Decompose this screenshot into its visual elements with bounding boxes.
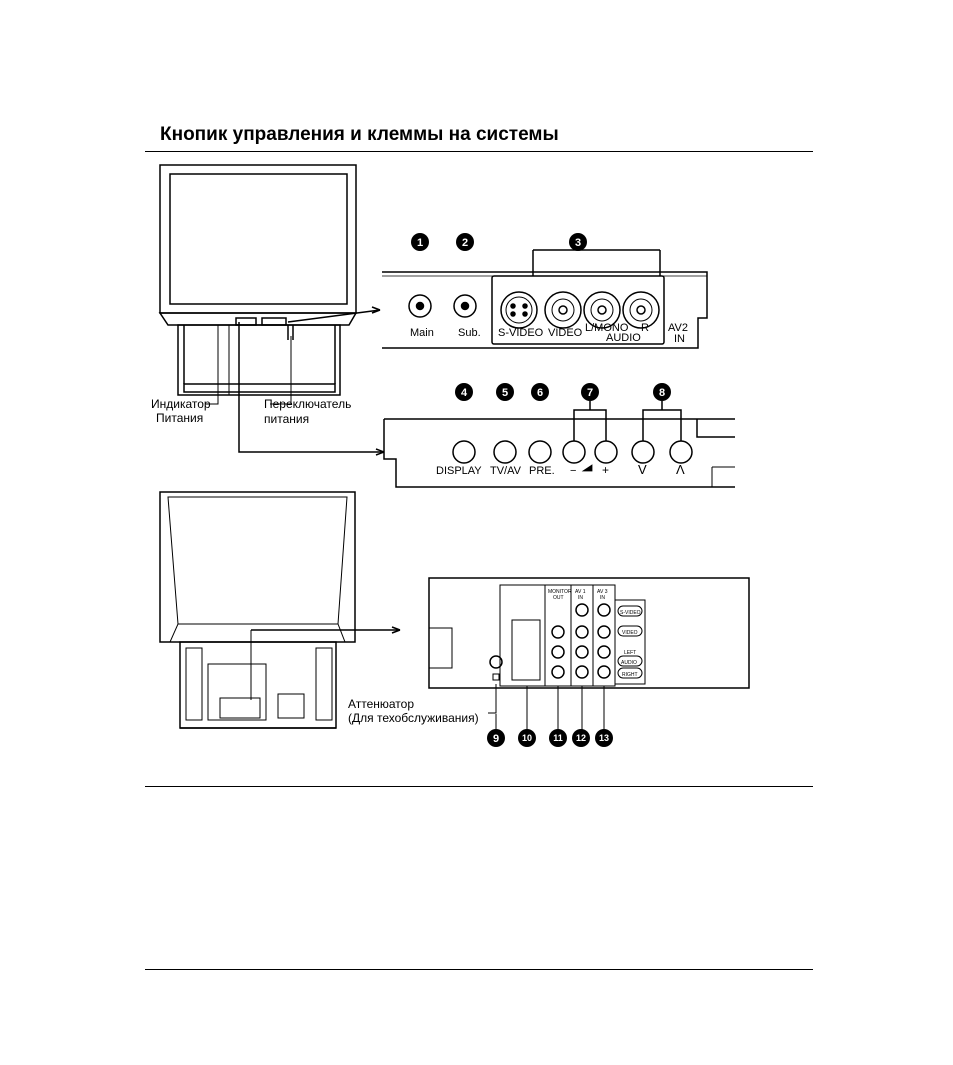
label-audio: AUDIO — [606, 332, 641, 344]
volume-up-button — [595, 441, 617, 463]
front-tv-illustration — [160, 165, 356, 395]
label-rear-video: VIDEO — [622, 630, 638, 636]
label-rear-right: RIGHT — [622, 672, 638, 678]
pre-button — [529, 441, 551, 463]
label-video: VIDEO — [548, 327, 583, 339]
label-plus: + — [602, 463, 609, 477]
channel-up-button — [670, 441, 692, 463]
label-av3-2: IN — [600, 595, 605, 601]
callout-8: 8 — [659, 387, 665, 399]
label-monitor-2: OUT — [553, 595, 564, 601]
label-rear-svideo: S-VIDEO — [620, 610, 641, 616]
label-tvav: TV/AV — [490, 465, 522, 477]
callout-2: 2 — [462, 237, 468, 249]
label-attenuator-2: (Для техобслуживания) — [348, 711, 479, 725]
leader-switch — [270, 336, 291, 404]
callout-7: 7 — [587, 387, 593, 399]
callout-13: 13 — [599, 733, 609, 743]
callout-6: 6 — [537, 387, 543, 399]
callout-10: 10 — [522, 733, 532, 743]
callout-3: 3 — [575, 237, 581, 249]
label-rear-left: LEFT — [624, 650, 636, 656]
callout-4: 4 — [461, 387, 468, 399]
label-main: Main — [410, 327, 434, 339]
label-r: R — [641, 322, 649, 334]
label-av1-2: IN — [578, 595, 583, 601]
label-switch-2: питания — [264, 412, 309, 426]
label-switch-1: Переключатель — [264, 397, 351, 411]
label-down: V — [638, 462, 647, 477]
label-rear-audio: AUDIO — [621, 660, 637, 666]
video-jack — [545, 292, 581, 328]
volume-down-button — [563, 441, 585, 463]
leader-jacks — [288, 310, 380, 322]
label-indicator-1: Индикатор — [151, 397, 211, 411]
channel-down-button — [632, 441, 654, 463]
label-in: IN — [674, 333, 685, 345]
rear-tv-illustration — [160, 492, 355, 728]
label-minus: − — [570, 465, 576, 477]
label-indicator-2: Питания — [156, 411, 203, 425]
tvav-button — [494, 441, 516, 463]
callout-1: 1 — [417, 237, 423, 249]
label-attenuator-1: Аттенюатор — [348, 697, 414, 711]
label-svideo: S-VIDEO — [498, 327, 544, 339]
rear-connector-panel — [429, 578, 749, 730]
label-pre: PRE. — [529, 465, 555, 477]
callout-9: 9 — [493, 733, 499, 745]
callout-5: 5 — [502, 387, 508, 399]
callout-12: 12 — [576, 733, 586, 743]
callout-11: 11 — [553, 733, 563, 743]
label-sub: Sub. — [458, 327, 481, 339]
display-button — [453, 441, 475, 463]
label-up: Λ — [676, 462, 685, 477]
leader-buttons — [239, 322, 384, 452]
label-display: DISPLAY — [436, 465, 482, 477]
